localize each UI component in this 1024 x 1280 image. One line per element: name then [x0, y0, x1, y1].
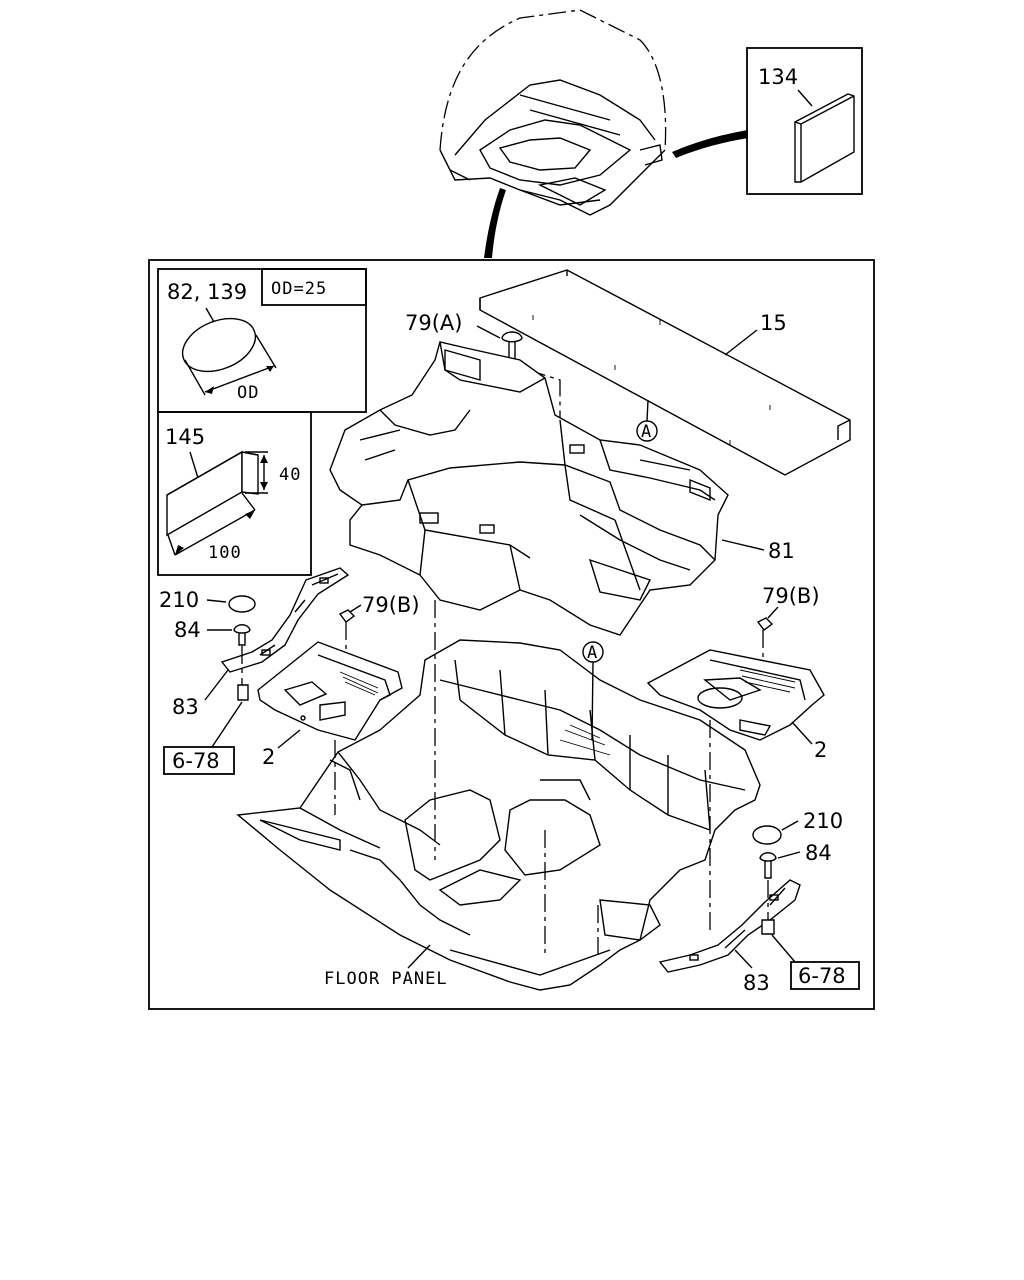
ref-6-78-right[interactable]	[790, 961, 860, 990]
inset-145	[157, 411, 312, 576]
callout-2-right: 2	[814, 738, 827, 762]
callout-83-right: 83	[743, 971, 770, 995]
floor-panel-label: FLOOR PANEL	[324, 969, 448, 989]
od-label: OD	[237, 383, 259, 403]
callout-82-139: 82, 139	[167, 280, 247, 304]
part-83-right-drawing	[658, 879, 801, 973]
callout-145: 145	[165, 425, 205, 449]
dim-40: 40	[279, 465, 301, 485]
part-83-left-drawing	[220, 567, 350, 701]
od-spec-box	[261, 268, 367, 306]
callout-134: 134	[758, 65, 798, 89]
ref-6-78-left[interactable]	[163, 746, 235, 775]
part-2-right-drawing	[646, 649, 825, 741]
part-81-insulator-drawing	[329, 341, 729, 636]
main-frame	[148, 259, 875, 1010]
callout-15: 15	[760, 311, 787, 335]
part-2-left-drawing	[257, 641, 403, 741]
callout-210-right: 210	[803, 809, 843, 833]
callout-79b-left: 79(B)	[362, 593, 420, 617]
callout-81: 81	[768, 539, 795, 563]
callout-210-left: 210	[159, 588, 199, 612]
ref-6-78-left-text: 6-78	[172, 749, 220, 773]
callout-79b-right: 79(B)	[762, 584, 820, 608]
od-spec-text: OD=25	[271, 279, 327, 299]
callout-2-left: 2	[262, 745, 275, 769]
part-15-panel-drawing	[479, 269, 851, 476]
callout-84-left: 84	[174, 618, 201, 642]
callout-84-right: 84	[805, 841, 832, 865]
circle-a-bottom: A	[587, 643, 598, 663]
part-134-box	[746, 47, 863, 195]
cab-overview-drawing	[439, 9, 748, 258]
circle-a-top: A	[641, 422, 652, 442]
ref-6-78-right-text: 6-78	[798, 964, 846, 988]
dim-100: 100	[208, 543, 242, 563]
callout-83-left: 83	[172, 695, 199, 719]
callout-79a: 79(A)	[405, 311, 462, 335]
